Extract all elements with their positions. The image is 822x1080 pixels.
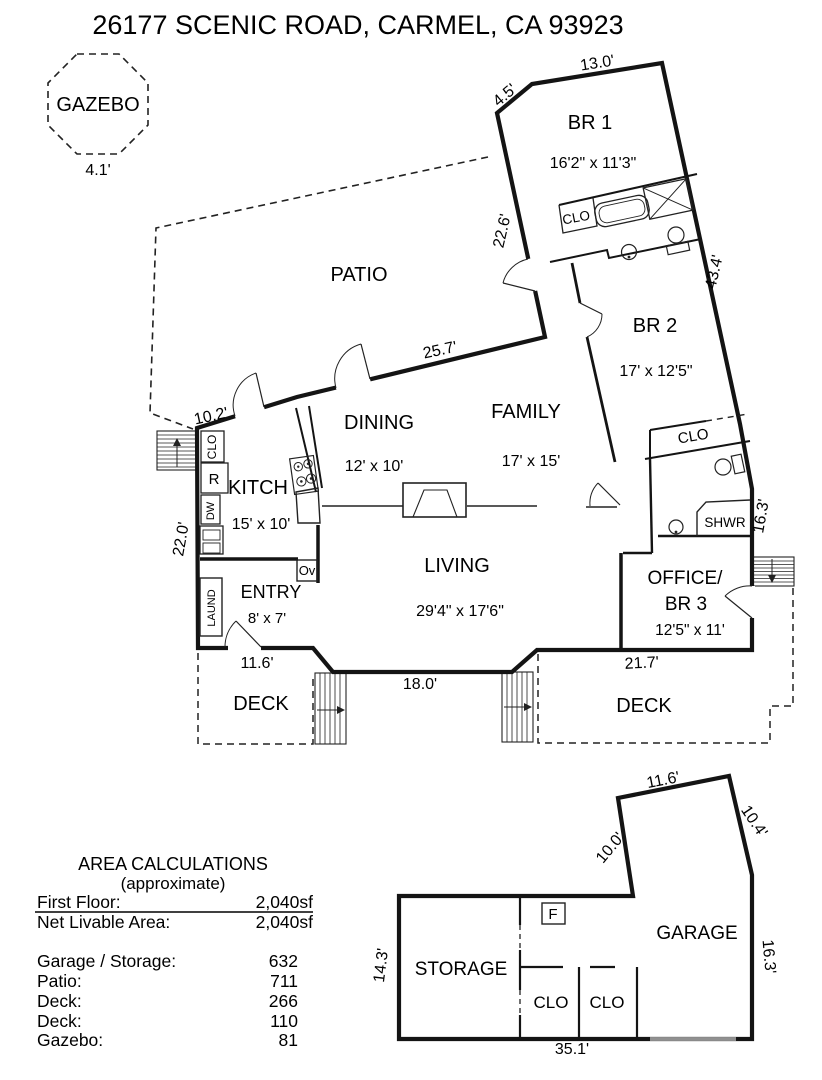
- door-gaps: [228, 258, 755, 651]
- area-row-value: 81: [279, 1030, 298, 1050]
- area-row-label: Patio:: [37, 971, 82, 991]
- room-label-dining: DINING: [344, 412, 414, 434]
- dim-west-wall: 22.0': [170, 521, 193, 558]
- area-row-value: 632: [269, 951, 298, 971]
- stairs-office-east: [751, 556, 795, 587]
- interior-walls: [200, 173, 751, 650]
- dim-office-east: 16.3': [750, 498, 773, 535]
- fixture-oven: Ov: [299, 563, 316, 578]
- deck-right-outline: [537, 588, 794, 744]
- room-label-deck-right: DECK: [616, 695, 672, 717]
- fixture-shower: SHWR: [704, 515, 745, 530]
- dim-garage-left: 14.3': [371, 947, 392, 983]
- room-dims-office: 12'5" x 11': [655, 622, 725, 639]
- room-label-garage: GARAGE: [656, 923, 737, 944]
- gazebo-dim: 4.1': [85, 162, 110, 179]
- area-row-label: Net Livable Area:: [37, 912, 170, 932]
- dim-deck-right: 21.7': [624, 654, 659, 673]
- room-dims-br1: 16'2" x 11'3": [550, 155, 637, 172]
- patio-outline: [149, 156, 489, 430]
- fixture-clo-kitchen: CLO: [205, 435, 219, 460]
- garage-outline: [396, 773, 755, 1042]
- area-row-value: 711: [270, 971, 298, 991]
- area-row-label: First Floor:: [37, 892, 121, 912]
- room-dims-living: 29'4" x 17'6": [416, 603, 504, 620]
- area-row-value: 2,040sf: [256, 912, 314, 932]
- gazebo-outline: [47, 53, 149, 155]
- area-calc-subtitle: (approximate): [121, 874, 226, 893]
- dim-kitchen-wall: 10.2': [193, 405, 230, 429]
- room-dims-family: 17' x 15': [502, 453, 561, 470]
- fixture-clo-garage-right: CLO: [590, 993, 625, 1012]
- dim-hall-west: 22.6': [490, 212, 514, 249]
- stairs-patio-west: [156, 430, 198, 471]
- room-dims-br2: 17' x 12'5": [619, 363, 692, 380]
- dim-garage-top: 11.6': [645, 769, 681, 792]
- room-label-entry: ENTRY: [241, 582, 302, 602]
- area-row-label: Deck:: [37, 991, 82, 1011]
- room-label-kitchen: KITCH: [228, 477, 288, 499]
- fixture-dishwasher: DW: [205, 501, 217, 520]
- room-label-deck-left: DECK: [233, 693, 289, 715]
- area-row-value: 110: [270, 1011, 298, 1031]
- page-title: 26177 SCENIC ROAD, CARMEL, CA 93923: [92, 10, 623, 40]
- room-dims-dining: 12' x 10': [345, 458, 404, 475]
- dim-br1-corner: 4.5': [490, 81, 520, 110]
- area-row-label: Gazebo:: [37, 1030, 103, 1050]
- deck-left-outline: [197, 653, 314, 745]
- fixture-refrigerator: R: [209, 471, 220, 488]
- room-label-br2: BR 2: [633, 315, 677, 337]
- dim-garage-bottom: 35.1': [555, 1041, 589, 1058]
- stairs-deck-left: [314, 672, 347, 745]
- dim-patio-wall: 25.7': [422, 339, 459, 363]
- area-row-label: Deck:: [37, 1011, 82, 1031]
- fixture-clo-br2: CLO: [677, 426, 710, 448]
- dim-garage-right: 16.3': [759, 939, 779, 975]
- garage-dimensions: 11.6' 10.4' 10.0' 16.3' 14.3' 35.1': [371, 769, 778, 1058]
- dim-br1-top: 13.0': [579, 52, 615, 74]
- area-calculations: AREA CALCULATIONS (approximate) First Fl…: [35, 854, 313, 1050]
- room-label-storage: STORAGE: [415, 959, 508, 980]
- gazebo-label: GAZEBO: [56, 94, 139, 116]
- stairs-deck-right: [501, 671, 534, 743]
- room-label-br1: BR 1: [568, 112, 612, 134]
- area-row-value: 2,040sf: [256, 892, 314, 912]
- room-label-family: FAMILY: [491, 401, 561, 423]
- dim-bay-front: 18.0': [403, 676, 437, 693]
- house-outline: [194, 60, 755, 675]
- kitchen-fixtures: [199, 430, 320, 637]
- area-row-label: Garage / Storage:: [37, 951, 176, 971]
- fixture-laundry: LAUND: [206, 589, 218, 626]
- room-dims-entry: 8' x 7': [248, 610, 286, 627]
- fixture-clo-bath: CLO: [561, 208, 591, 228]
- fixture-clo-garage-left: CLO: [534, 993, 569, 1012]
- door-swings: [224, 258, 753, 648]
- patio-label: PATIO: [330, 264, 387, 286]
- bath-fixtures: [558, 178, 746, 535]
- room-label-living: LIVING: [424, 555, 490, 577]
- area-row-value: 266: [269, 991, 298, 1011]
- fixture-furnace: F: [548, 906, 557, 923]
- room-label-office-1: OFFICE/: [648, 568, 724, 589]
- dim-deck-left: 11.6': [240, 655, 273, 672]
- labels: 26177 SCENIC ROAD, CARMEL, CA 93923 GAZE…: [56, 10, 778, 1058]
- room-dims-kitchen: 15' x 10': [232, 516, 291, 533]
- area-calc-title: AREA CALCULATIONS: [78, 854, 268, 874]
- room-label-office-2: BR 3: [665, 594, 707, 615]
